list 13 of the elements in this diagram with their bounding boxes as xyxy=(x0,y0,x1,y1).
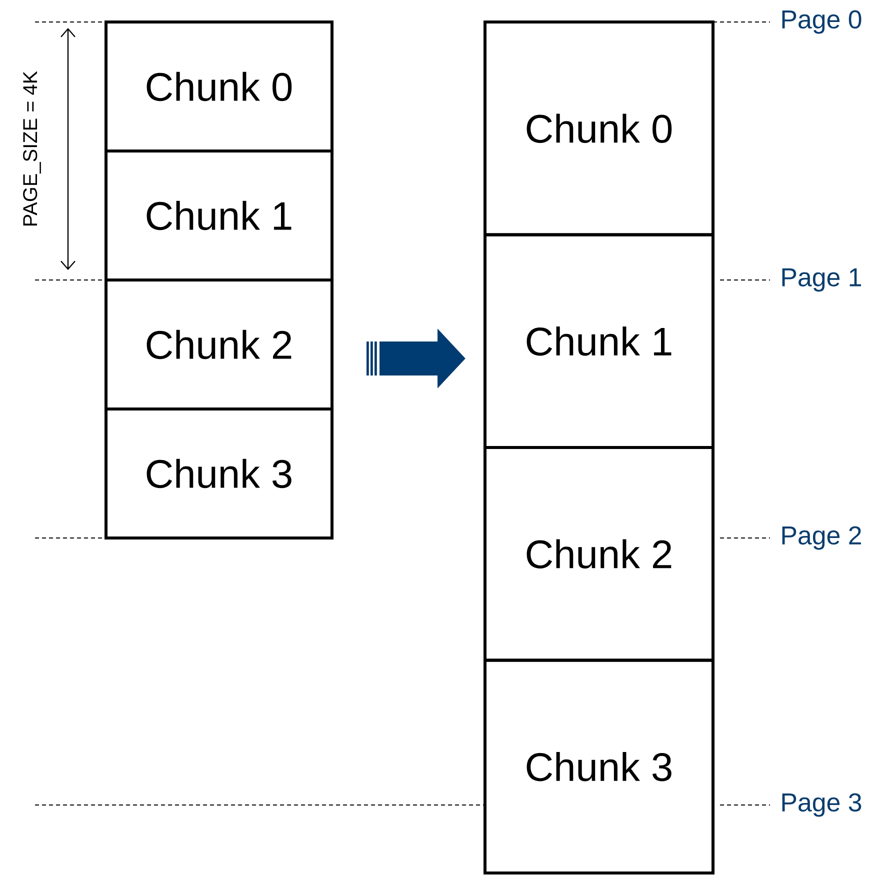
chunk-box: Chunk 1 xyxy=(484,233,714,449)
chunk-box: Chunk 1 xyxy=(104,150,334,282)
chunk-box: Chunk 0 xyxy=(104,20,334,152)
chunk-box: Chunk 3 xyxy=(104,408,334,540)
chunk-box: Chunk 0 xyxy=(484,20,714,236)
page-label: Page 0 xyxy=(782,10,862,34)
page-label: Page 3 xyxy=(782,793,862,817)
chunk-box: Chunk 2 xyxy=(484,446,714,662)
dimension-label: PAGE_SIZE = 4K xyxy=(23,71,41,226)
chunk-box: Chunk 2 xyxy=(104,278,334,410)
page-label: Page 1 xyxy=(782,268,861,292)
chunk-box: Chunk 3 xyxy=(484,658,714,874)
page-label: Page 2 xyxy=(782,526,861,550)
